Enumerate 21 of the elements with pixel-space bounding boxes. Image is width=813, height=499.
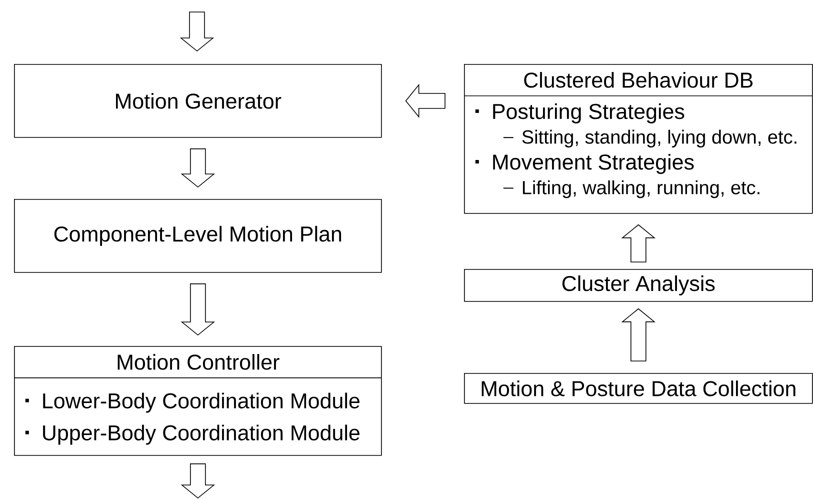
list-box — [464, 64, 813, 214]
block-arrow — [180, 12, 214, 52]
list-item: Lower-Body Coordination Module — [25, 392, 360, 413]
box-heading: Motion Controller — [118, 354, 280, 370]
block-arrow — [180, 283, 216, 336]
process-box: Cluster Analysis — [464, 269, 813, 302]
list-item: Upper-Body Coordination Module — [25, 424, 360, 445]
block-arrow — [405, 84, 446, 118]
block-arrow — [621, 308, 656, 362]
process-box: Component-Level Motion Plan — [14, 199, 382, 273]
list-item: Movement Strategies — [475, 154, 694, 174]
block-arrow — [180, 463, 216, 499]
block-arrow — [180, 148, 216, 188]
process-box: Motion & Posture Data Collection — [464, 373, 813, 404]
list-box — [14, 346, 382, 456]
sub-list-item: Sitting, standing, lying down, etc. — [502, 130, 796, 148]
block-arrow — [621, 224, 656, 262]
list-item: Posturing Strategies — [475, 103, 684, 124]
box-heading: Clustered Behaviour DB — [524, 72, 753, 88]
sub-list-item: Lifting, walking, running, etc. — [502, 180, 760, 198]
process-box: Motion Generator — [14, 64, 382, 138]
